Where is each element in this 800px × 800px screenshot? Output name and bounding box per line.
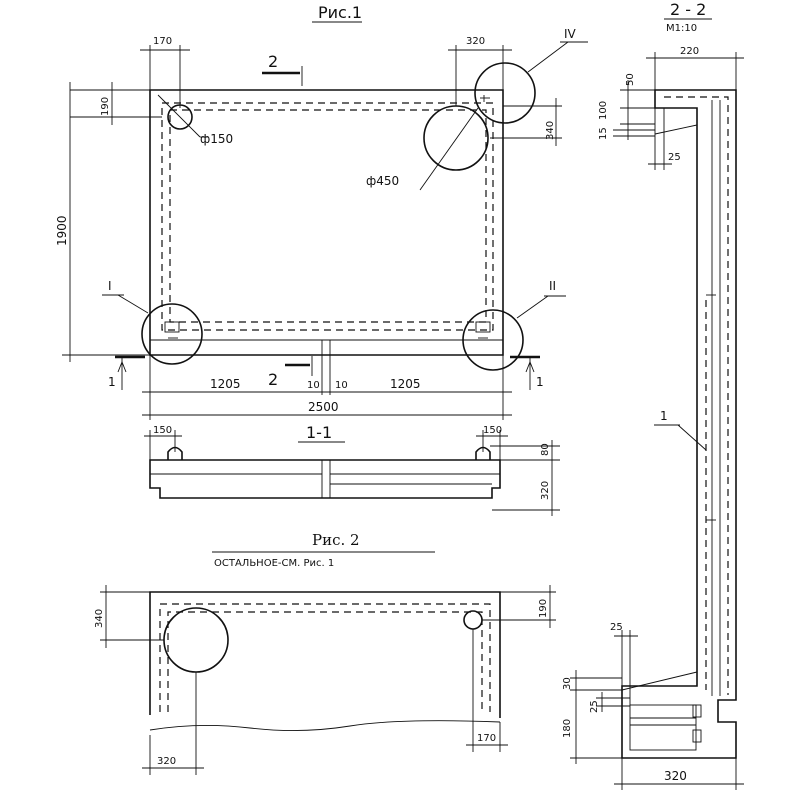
node-circle-II [462, 309, 524, 371]
node-circle-IV [474, 62, 536, 124]
node-label-II: II [549, 279, 556, 293]
figure-2-title: Рис. 2 [312, 531, 360, 549]
s22-dim-25-top: 25 [668, 152, 681, 163]
node-label-IV: IV [564, 27, 577, 41]
section-2-2: 2 - 2 М1:10 220 50 [562, 0, 744, 790]
reinforcement-contour [161, 102, 494, 331]
section-1-1-title: 1-1 [306, 423, 332, 442]
hole-small-label: ф150 [200, 132, 233, 146]
section-mark-2-top: 2 [268, 52, 278, 71]
s22-dim-180: 180 [562, 719, 573, 738]
dim-320-section: 320 [540, 481, 551, 500]
section-1-1-outline [149, 459, 501, 499]
fig2-dim-190: 190 [538, 599, 549, 618]
figure-2-plan: Рис. 2 ОСТАЛЬНОЕ-СМ. Рис. 1 340 190 320 … [94, 531, 556, 775]
node-label-I: I [108, 279, 112, 293]
dim-190-left: 190 [100, 97, 111, 116]
section-1-1: 1-1 150 150 80 320 [144, 423, 560, 516]
dim-80: 80 [540, 443, 551, 456]
s22-dim-220: 220 [680, 46, 699, 57]
dim-1900-left: 1900 [55, 215, 69, 246]
s22-dim-15: 15 [598, 127, 609, 140]
s22-callout-1: 1 [660, 409, 668, 423]
dim-10-left: 10 [307, 380, 320, 391]
dim-340-right: 340 [545, 121, 556, 140]
dim-10-right: 10 [335, 380, 348, 391]
figure-2-outline [149, 591, 501, 718]
fig2-dim-170: 170 [477, 733, 496, 744]
fig2-dim-340: 340 [94, 609, 105, 628]
section-2-2-outline [621, 89, 737, 759]
s22-dim-100: 100 [598, 101, 609, 120]
s22-dim-25-bottom: 25 [610, 622, 623, 633]
dim-1205-right: 1205 [390, 377, 421, 391]
figure-1-title: Рис.1 [318, 3, 362, 22]
hole-large-fig2 [163, 607, 229, 673]
dim-150-left: 150 [153, 425, 172, 436]
s22-dim-320: 320 [664, 769, 687, 783]
figure-2-break-line [149, 720, 501, 732]
node-circle-I [141, 303, 203, 365]
s22-dim-50: 50 [625, 73, 636, 86]
dim-1205-left: 1205 [210, 377, 241, 391]
section-2-2-title: 2 - 2 [670, 0, 706, 19]
figure-1-plan: Рис.1 ф150 ф450 IV I II [55, 3, 588, 420]
s22-dim-30: 30 [562, 677, 573, 690]
figure-2-note: ОСТАЛЬНОЕ-СМ. Рис. 1 [214, 558, 334, 569]
dim-170-top: 170 [153, 36, 172, 47]
hole-large-label: ф450 [366, 174, 399, 188]
s22-dim-25-small: 25 [589, 700, 600, 713]
hole-small-fig2 [463, 610, 483, 630]
section-mark-1-right: 1 [536, 375, 544, 389]
section-2-2-scale: М1:10 [666, 23, 697, 34]
section-mark-2-bottom: 2 [268, 370, 278, 389]
section-mark-1-left: 1 [108, 375, 116, 389]
dim-320-top: 320 [466, 36, 485, 47]
dim-2500: 2500 [308, 400, 339, 414]
fig2-dim-320: 320 [157, 756, 176, 767]
slab-outline [149, 89, 504, 356]
hole-large [423, 105, 489, 171]
dim-150-right: 150 [483, 425, 502, 436]
